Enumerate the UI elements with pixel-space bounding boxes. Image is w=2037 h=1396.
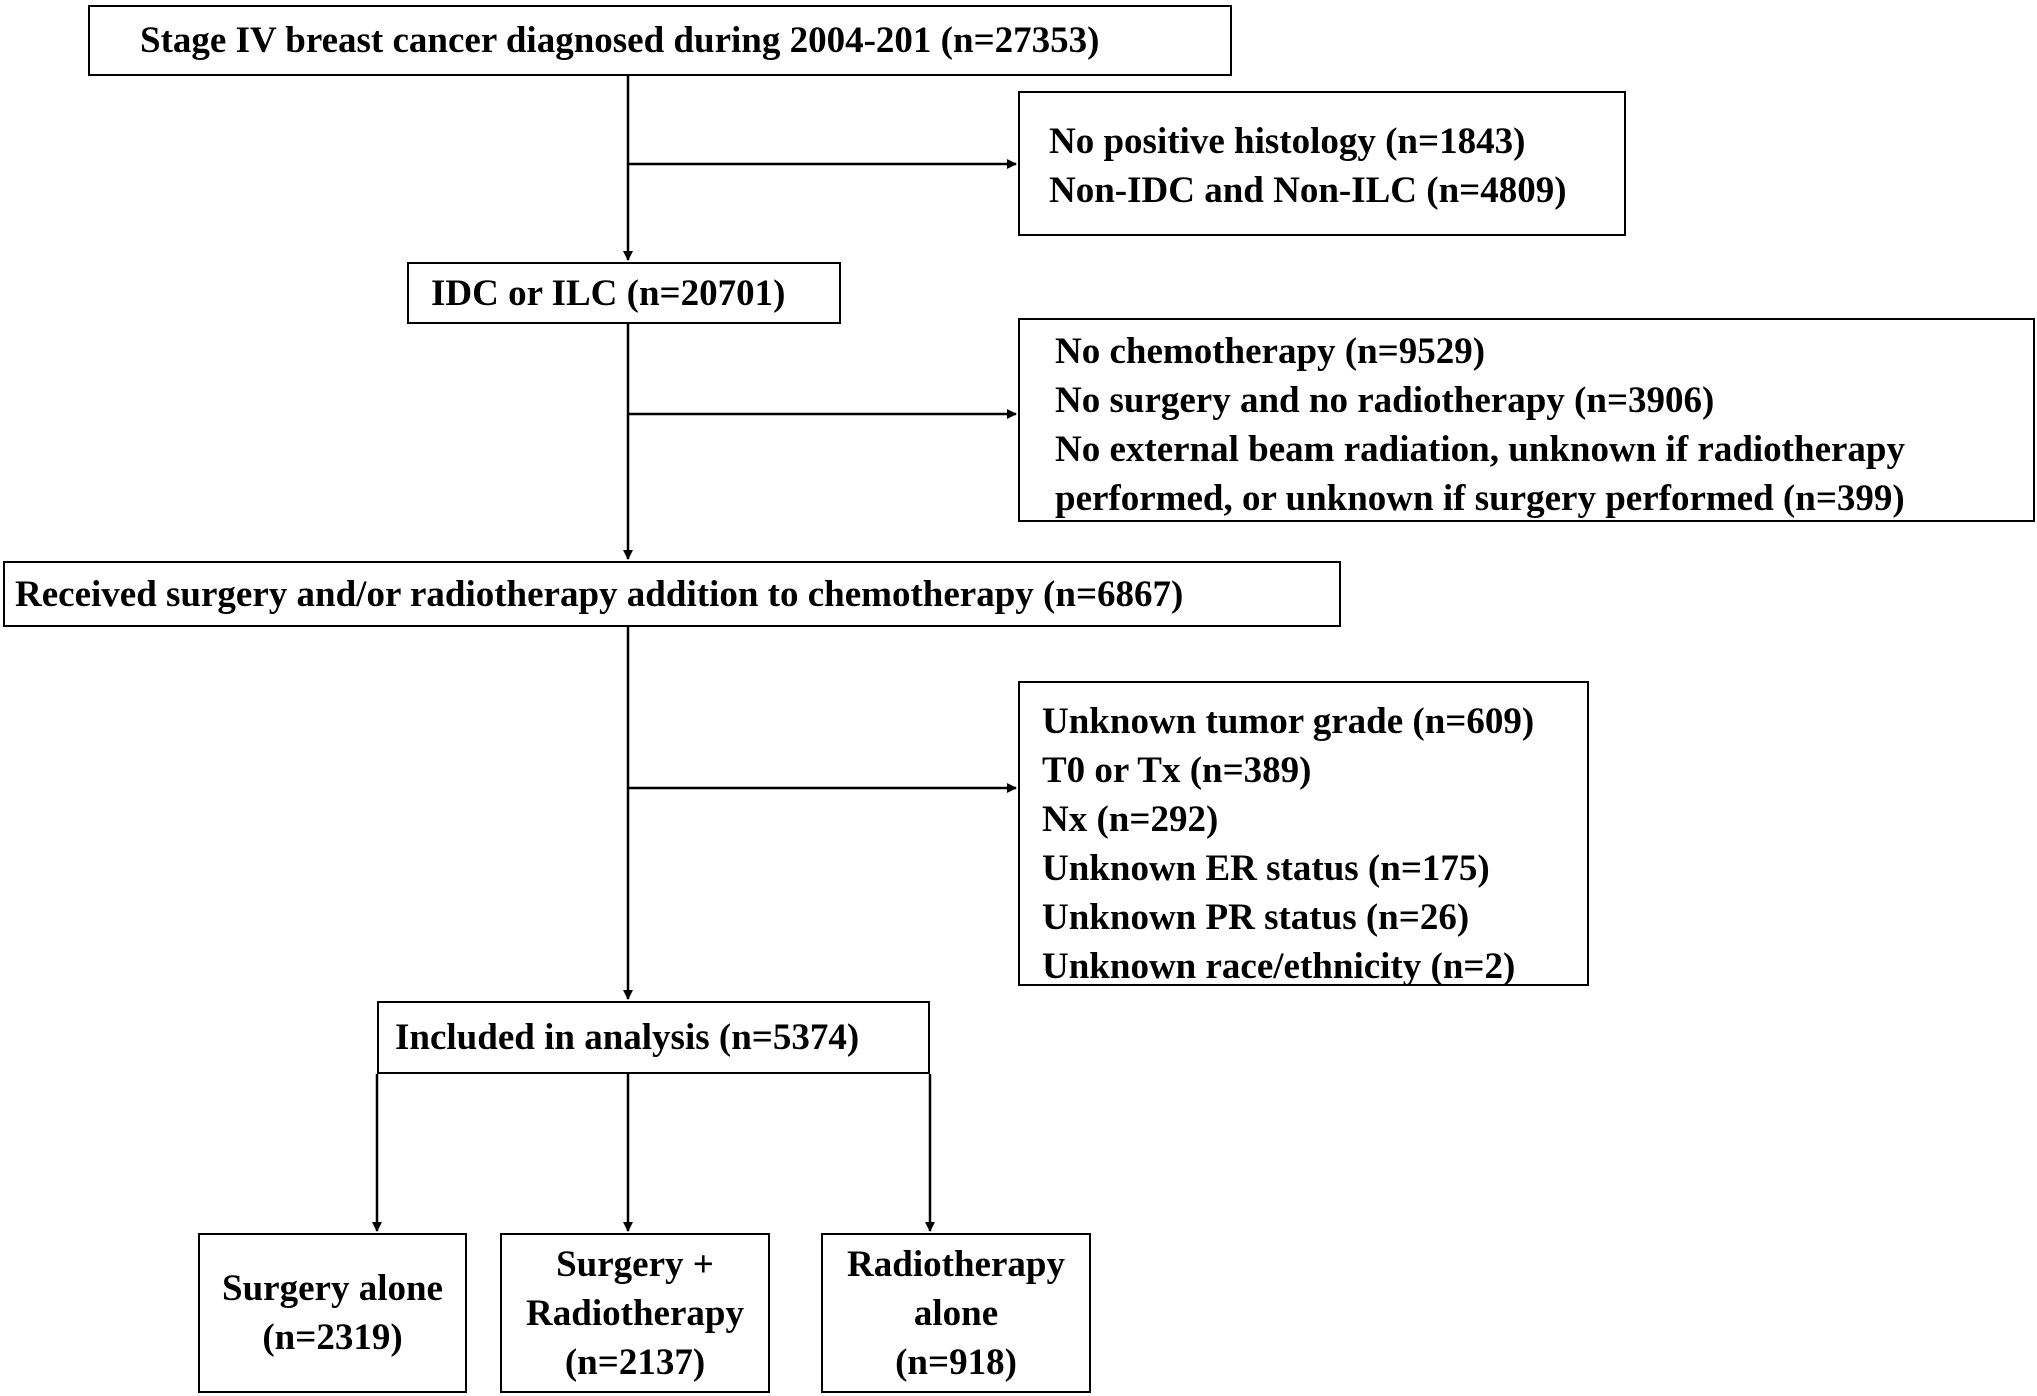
exclusion-item: No chemotherapy (n=9529) — [1055, 331, 1486, 372]
outcome-label: Radiotherapy — [847, 1243, 1065, 1285]
outcome-count: (n=2137) — [564, 1341, 706, 1383]
outcome-surgery-radiotherapy-box: Surgery + Radiotherapy (n=2137) — [500, 1233, 770, 1393]
exclusion-item: Non-IDC and Non-ILC (n=4809) — [1049, 170, 1567, 211]
exclusion-item: No positive histology (n=1843) — [1049, 121, 1526, 162]
idc-ilc-label: IDC or ILC (n=20701) — [431, 272, 786, 314]
outcome-surgery-alone-box: Surgery alone (n=2319) — [198, 1233, 467, 1393]
stage-iv-label: Stage IV breast cancer diagnosed during … — [140, 20, 1100, 61]
exclusion-item: No surgery and no radiotherapy (n=3906) — [1055, 380, 1715, 421]
exclusion-item: Unknown race/ethnicity (n=2) — [1042, 946, 1516, 987]
outcome-count: (n=918) — [895, 1341, 1017, 1383]
outcome-label: Surgery + — [556, 1243, 714, 1285]
outcome-count: (n=2319) — [262, 1317, 403, 1358]
outcome-label: Surgery alone — [222, 1268, 443, 1309]
outcome-label: alone — [913, 1292, 999, 1334]
received-treatment-label: Received surgery and/or radiotherapy add… — [15, 573, 1184, 615]
exclusion-item: T0 or Tx (n=389) — [1042, 750, 1312, 791]
included-analysis-box: Included in analysis (n=5374) — [377, 1001, 930, 1074]
included-analysis-label: Included in analysis (n=5374) — [395, 1017, 860, 1058]
stage-iv-box: Stage IV breast cancer diagnosed during … — [88, 5, 1232, 76]
exclusion-item: performed, or unknown if surgery perform… — [1055, 478, 1905, 519]
exclusion-box-histology: No positive histology (n=1843) Non-IDC a… — [1018, 91, 1626, 236]
received-treatment-box: Received surgery and/or radiotherapy add… — [3, 561, 1341, 627]
idc-ilc-box: IDC or ILC (n=20701) — [407, 262, 841, 324]
exclusion-box-treatment: No chemotherapy (n=9529) No surgery and … — [1018, 318, 2035, 522]
exclusion-item: Unknown tumor grade (n=609) — [1042, 701, 1535, 742]
exclusion-box-missing-data: Unknown tumor grade (n=609) T0 or Tx (n=… — [1018, 681, 1589, 987]
exclusion-item: Unknown ER status (n=175) — [1042, 848, 1490, 889]
exclusion-item: Unknown PR status (n=26) — [1042, 897, 1470, 938]
outcome-radiotherapy-alone-box: Radiotherapy alone (n=918) — [821, 1233, 1091, 1393]
exclusion-item: Nx (n=292) — [1042, 799, 1219, 840]
exclusion-item: No external beam radiation, unknown if r… — [1055, 429, 1906, 470]
outcome-label: Radiotherapy — [526, 1292, 744, 1334]
